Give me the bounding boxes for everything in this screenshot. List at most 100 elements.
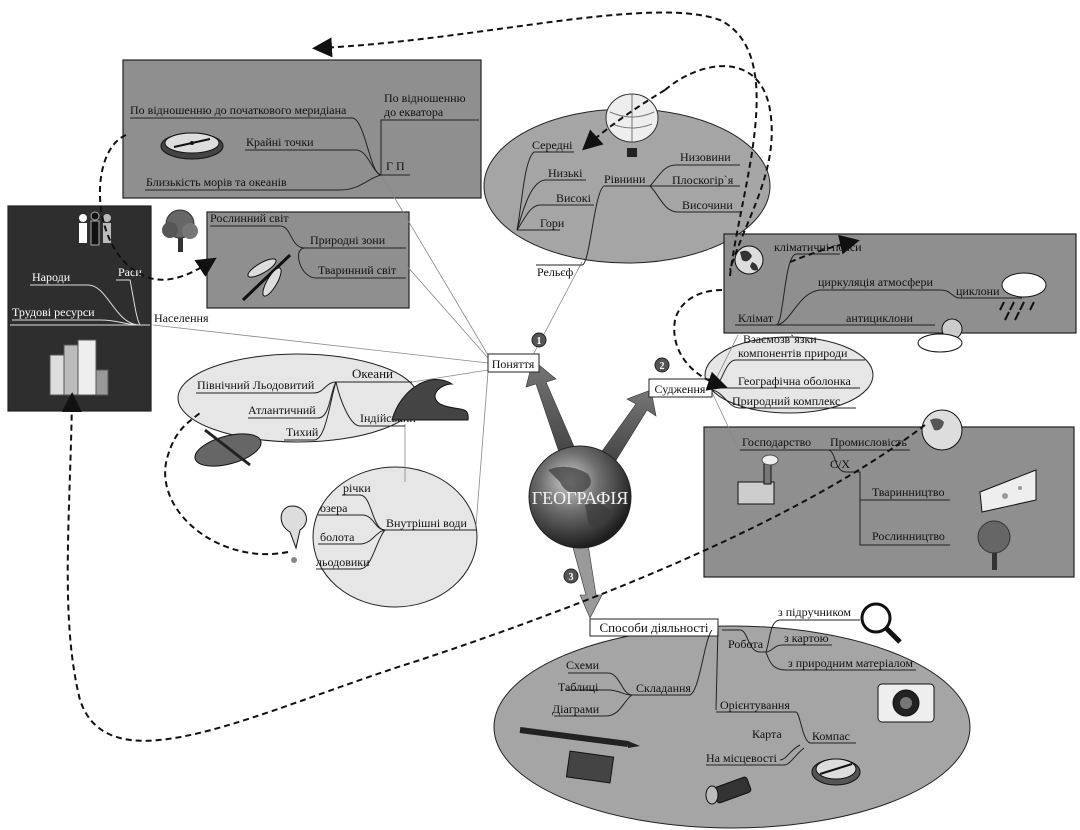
climate-cyclones: циклони — [956, 284, 1000, 298]
relief-uplands: Височини — [682, 198, 733, 212]
methods-branch: Робота з підручником з картою з природни… — [519, 602, 935, 805]
methods-material: з природним матеріалом — [788, 656, 913, 670]
city-buildings-icon — [49, 339, 109, 396]
gp-prime-meridian: По відношенню до початкового меридіана — [130, 103, 347, 117]
flashlight-icon — [705, 776, 752, 805]
economy-branch: Господарство Промисловість С/Х Тваринниц… — [737, 409, 1037, 570]
inland-swamps: болота — [320, 530, 355, 544]
oceans-title: Океани — [352, 366, 393, 381]
badge-3: 3 — [563, 568, 579, 584]
judgments-relations-l2: компонентів природи — [738, 346, 848, 360]
methods-work: Робота — [728, 637, 764, 651]
cheese-icon — [979, 469, 1037, 513]
methods-compass: Компас — [812, 729, 850, 743]
inland-rivers: річки — [343, 481, 371, 495]
arrow-to-methods — [571, 543, 603, 619]
judgments-complex: Природний комплекс — [732, 394, 840, 408]
methods-terrain: На місцевості — [706, 751, 777, 765]
inland-waters-ellipse — [312, 466, 478, 608]
economy-title: Господарство — [742, 435, 811, 449]
methods-orient: Орієнтування — [720, 698, 790, 712]
methods-tables: Таблиці — [558, 680, 599, 694]
central-title: ГЕОГРАФІЯ — [532, 488, 629, 508]
boat-icon — [194, 428, 262, 467]
methods-map: з картою — [784, 631, 829, 645]
judgments-ellipse — [704, 336, 874, 414]
badge-2: 2 — [654, 357, 670, 373]
globe-cartoon-icon — [921, 409, 963, 451]
population-races: Раси — [118, 265, 142, 279]
methods-diagrams: Діаграми — [552, 702, 600, 716]
gp-panel — [122, 59, 482, 199]
oceans-branch: Океани Північний Льодовитий Атлантичний … — [194, 366, 469, 467]
economy-industry: Промисловість — [830, 435, 907, 449]
svg-text:1: 1 — [537, 336, 542, 347]
badge-1: 1 — [531, 332, 547, 348]
economy-livestock: Тваринництво — [872, 485, 945, 499]
population-title: Населення — [154, 311, 209, 325]
relief-plateaus: Плоскогір`я — [672, 173, 734, 187]
arrow-to-concepts — [525, 359, 577, 456]
inland-lakes: озера — [320, 501, 348, 515]
methods-compose: Складання — [636, 681, 691, 695]
methods-map-orient: Карта — [752, 727, 782, 741]
svg-text:3: 3 — [569, 572, 574, 583]
wave-icon — [391, 378, 469, 421]
judgments-label: Судження — [655, 382, 706, 396]
judgments-envelope: Географічна оболонка — [738, 374, 851, 388]
relief-plains: Рівнини — [604, 172, 646, 186]
sun-cloud-icon — [917, 318, 963, 353]
water-drop-icon — [280, 505, 307, 563]
climate-anticyclones: антициклони — [846, 311, 913, 325]
methods-label: Способи діяльності — [599, 620, 708, 635]
relief-medium: Середні — [532, 138, 573, 152]
population-branch: Народи Раси Трудові ресурси Населення — [10, 211, 209, 396]
inland-glaciers: льодовики — [316, 555, 370, 569]
svg-text:2: 2 — [660, 361, 665, 372]
dragonfly-icon — [241, 253, 292, 302]
oceans-arctic: Північний Льодовитий — [197, 378, 315, 392]
relief-title: Рельєф — [537, 265, 573, 279]
rain-cloud-icon — [999, 272, 1047, 321]
gp-branch: Г П По відношенню до початкового меридіа… — [130, 91, 479, 191]
inland-title: Внутрішні води — [386, 516, 467, 530]
compass-icon — [160, 132, 224, 160]
climate-circulation: циркуляція атмосфери — [818, 275, 933, 289]
economy-agri: С/Х — [830, 457, 850, 471]
camera-icon — [877, 683, 935, 723]
pencil-icon — [519, 727, 640, 748]
magnifier-icon — [860, 602, 902, 644]
crop-tree-icon — [977, 520, 1011, 570]
gp-seas: Близькість морів та океанів — [146, 175, 287, 189]
population-labor: Трудові ресурси — [12, 305, 95, 319]
methods-schemes: Схеми — [566, 658, 600, 672]
gp-equator-l2: до екватора — [384, 105, 444, 119]
methods-textbook: з підручником — [778, 605, 851, 619]
gp-title: Г П — [386, 159, 405, 173]
judgments-branch: Взаємозв`язки компонентів природи Геогра… — [711, 332, 865, 409]
zones-panel — [206, 211, 410, 309]
concepts-box — [487, 353, 540, 373]
relief-high: Високі — [556, 191, 592, 205]
dashed-connections — [61, 11, 926, 742]
zones-flora: Рослинний світ — [210, 211, 289, 225]
oceans-pacific: Тихий — [286, 425, 319, 439]
zones-branch: Природні зони Рослинний світ Тваринний с… — [162, 209, 406, 302]
relief-mountains: Гори — [540, 216, 565, 230]
compass-tool-icon — [811, 758, 861, 786]
zones-fauna: Тваринний світ — [318, 263, 397, 277]
gp-extreme-points: Крайні точки — [246, 135, 314, 149]
people-icon — [79, 211, 111, 246]
climate-title: Клімат — [738, 311, 774, 325]
relief-low: Низькі — [548, 166, 583, 180]
population-peoples: Народи — [32, 270, 71, 284]
tree-icon — [162, 209, 198, 252]
concepts-label: Поняття — [492, 357, 535, 371]
judgments-relations-l1: Взаємозв`язки — [743, 332, 817, 346]
eraser-icon — [565, 750, 615, 784]
central-node: ГЕОГРАФІЯ — [525, 359, 657, 619]
arrow-to-judgments — [599, 389, 657, 463]
economy-crops: Рослинництво — [872, 529, 945, 543]
oceans-atlantic: Атлантичний — [248, 403, 316, 417]
